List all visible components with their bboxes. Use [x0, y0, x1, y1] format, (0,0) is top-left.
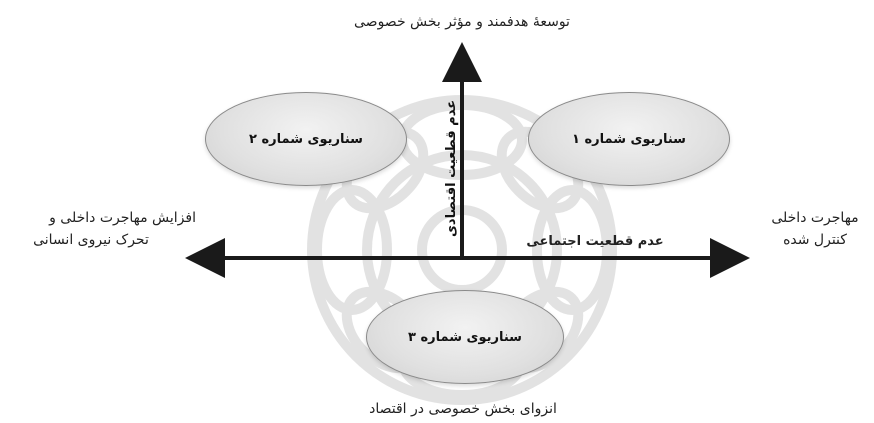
scenario-2-label: سناریوی شماره ۲ [249, 131, 363, 147]
horizontal-axis-title: عدم قطعیت اجتماعی [526, 234, 664, 249]
scenario-1-ellipse: سناریوی شماره ۱ [528, 92, 730, 186]
scenario-1-label: سناریوی شماره ۱ [572, 131, 686, 147]
bottom-axis-label: انزوای بخش خصوصی در اقتصاد [369, 401, 557, 417]
scenario-3-label: سناریوی شماره ۳ [408, 329, 522, 345]
scenario-2-ellipse: سناریوی شماره ۲ [205, 92, 407, 186]
scenario-3-ellipse: سناریوی شماره ۳ [366, 290, 564, 384]
vertical-axis-title: عدم قطعیت اقتصادی [444, 100, 459, 238]
left-axis-label-line1: افزایش مهاجرت داخلی و [49, 210, 196, 226]
left-axis-label-line2: تحرک نیروی انسانی [33, 232, 149, 248]
right-axis-label-line2: کنترل شده [783, 232, 847, 248]
top-axis-label: توسعهٔ هدفمند و مؤثر بخش خصوصی [354, 14, 570, 30]
right-axis-label-line1: مهاجرت داخلی [771, 210, 859, 226]
